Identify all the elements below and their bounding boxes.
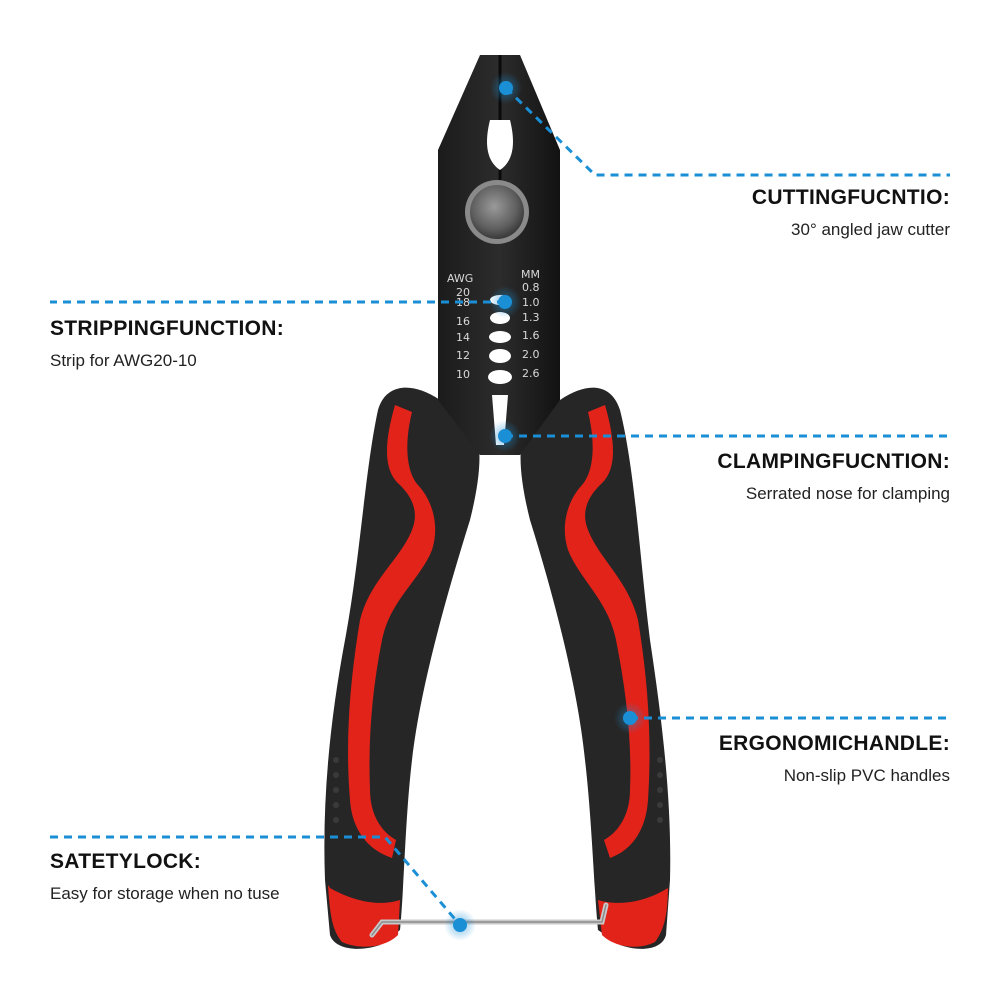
lock-leader-line	[50, 835, 462, 926]
plier-head	[438, 55, 560, 455]
awg-value: 20	[456, 286, 470, 299]
safety-lock-wire	[369, 902, 609, 938]
callout-title: STRIPPINGFUNCTION:	[50, 317, 285, 340]
callout-title: CLAMPINGFUCNTION:	[717, 450, 950, 473]
awg-value: 16	[456, 315, 470, 328]
callout-cutting: CUTTINGFUCNTIO: 30° angled jaw cutter	[752, 186, 950, 240]
callout-title: CUTTINGFUCNTIO:	[751, 186, 950, 209]
ergonomic-marker-icon	[614, 702, 646, 734]
right-grip-texture	[657, 757, 663, 823]
callout-description: Easy for storage when no tuse	[50, 884, 280, 903]
mm-value: 2.0	[522, 348, 540, 361]
callout-description: Strip for AWG20-10	[50, 351, 197, 370]
lock-marker-icon	[444, 909, 476, 941]
left-handle	[324, 387, 480, 949]
awg-value: 14	[456, 331, 470, 344]
awg-value: 12	[456, 349, 470, 362]
callout-clamping: CLAMPINGFUCNTION: Serrated nose for clam…	[717, 450, 950, 504]
mm-value: 1.0	[522, 296, 540, 309]
right-handle	[520, 387, 671, 949]
callout-description: Non-slip PVC handles	[783, 766, 950, 785]
clamping-marker-icon	[489, 420, 521, 452]
callout-ergonomic-handle: ERGONOMICHANDLE: Non-slip PVC handles	[719, 732, 950, 786]
awg-scale: AWG 20 18 16 14 12 10	[447, 272, 473, 381]
stripping-marker-icon	[489, 286, 521, 318]
mm-value: 1.3	[522, 311, 540, 324]
callout-stripping: STRIPPINGFUNCTION: Strip for AWG20-10	[50, 317, 284, 371]
mm-scale: MM 0.8 1.0 1.3 1.6 2.0 2.6	[521, 268, 540, 380]
cutting-leader-line	[504, 86, 950, 177]
callout-title: ERGONOMICHANDLE:	[718, 732, 950, 755]
callout-safety-lock: SATETYLOCK: Easy for storage when no tus…	[50, 850, 280, 904]
cutting-marker-icon	[490, 72, 522, 104]
callout-description: Serrated nose for clamping	[745, 484, 950, 503]
callout-markers	[444, 72, 646, 941]
awg-label: AWG	[447, 272, 473, 285]
mm-label: MM	[521, 268, 540, 281]
mm-value: 1.6	[522, 329, 540, 342]
mm-value: 2.6	[522, 367, 540, 380]
callout-title: SATETYLOCK:	[50, 850, 202, 873]
mm-value: 0.8	[522, 281, 540, 294]
callout-description: 30° angled jaw cutter	[791, 220, 950, 239]
callout-lines	[50, 86, 950, 926]
left-grip-texture	[333, 757, 339, 823]
awg-value: 10	[456, 368, 470, 381]
